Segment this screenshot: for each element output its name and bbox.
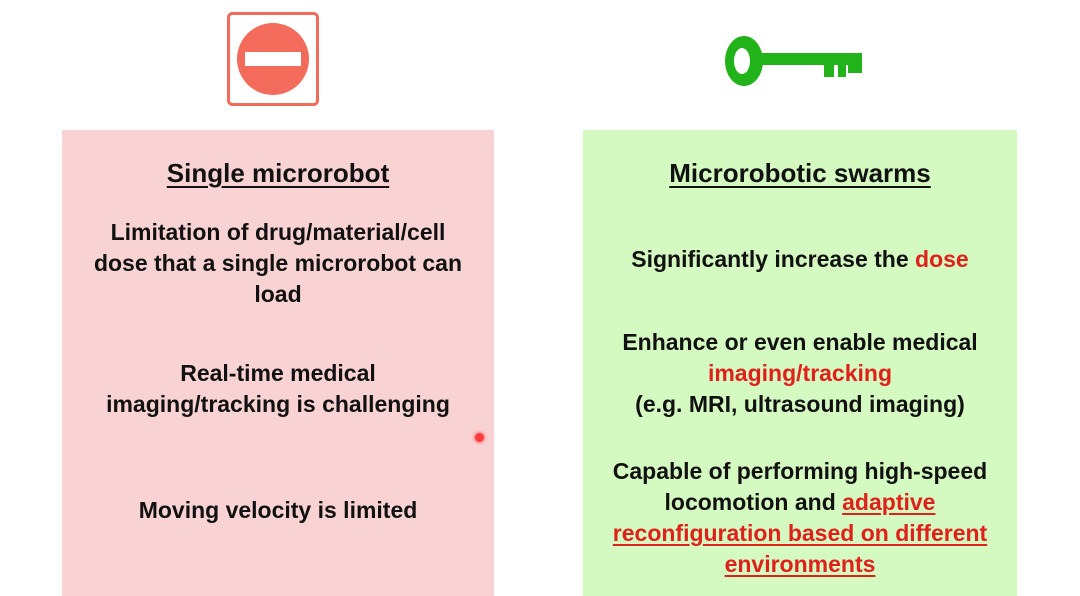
single-microrobot-panel: Single microrobot Limitation of drug/mat… [62, 130, 494, 596]
left-item-velocity-limited: Moving velocity is limited [138, 497, 418, 523]
right-item-high-speed-locomotion: Capable of performing high-speed locomot… [612, 458, 988, 577]
right-item-increase-dose: Significantly increase the dose [631, 246, 969, 272]
left-item-imaging-challenge: Real-time medical imaging/tracking is ch… [106, 360, 450, 417]
no-entry-icon [227, 12, 319, 106]
right-item-imaging: Enhance or even enable medical imaging/t… [622, 329, 978, 417]
left-panel-title: Single microrobot [166, 158, 390, 188]
key-icon [724, 34, 864, 88]
right-panel-title: Microrobotic swarms [669, 158, 931, 188]
left-item-drug-dose-limitation: Limitation of drug/material/cell dose th… [93, 219, 463, 307]
laser-pointer-dot [475, 433, 484, 442]
microrobotic-swarms-panel: Microrobotic swarms Significantly increa… [583, 130, 1017, 596]
